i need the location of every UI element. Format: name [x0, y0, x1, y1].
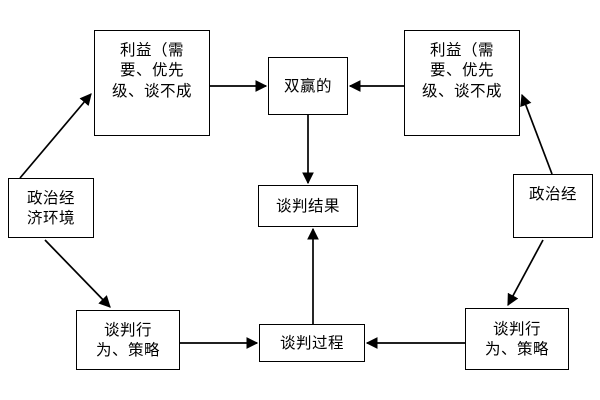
- node-tactics-right-line-1: 谈判行: [492, 319, 541, 338]
- edge-env-right-to-interest-right: [520, 93, 553, 175]
- node-tactics-left-line-2: 为、策略: [95, 341, 160, 359]
- node-interest-right-line-2: 要、优先: [429, 61, 494, 80]
- edge-env-left-to-tactics-left: [44, 239, 111, 308]
- node-winwin[interactable]: 双赢的: [268, 57, 348, 115]
- node-environment-right-line-1: 政治经: [528, 185, 577, 203]
- node-tactics-left-line-1: 谈判行: [103, 320, 152, 339]
- node-interest-right[interactable]: 利益（需 要、优先 级、谈不成: [404, 30, 520, 136]
- node-tactics-left[interactable]: 谈判行 为、策略: [76, 310, 180, 370]
- edge-env-right-to-tactics-right: [507, 239, 544, 307]
- node-interest-left-line-2: 要、优先: [119, 61, 184, 80]
- node-negotiation-result[interactable]: 谈判结果: [258, 185, 358, 227]
- node-interest-right-line-1: 利益（需: [429, 41, 494, 59]
- node-environment-left-line-1: 政治经: [26, 188, 75, 207]
- node-tactics-right-line-2: 为、策略: [484, 340, 549, 358]
- edge-env-left-to-interest-left: [19, 93, 92, 179]
- node-environment-left[interactable]: 政治经 济环境: [8, 178, 94, 238]
- node-negotiation-result-label: 谈判结果: [275, 196, 340, 215]
- node-winwin-label: 双赢的: [283, 76, 332, 95]
- node-negotiation-process-label: 谈判过程: [279, 333, 344, 352]
- node-interest-left-line-3: 级、谈不成: [111, 81, 192, 100]
- node-interest-left-line-1: 利益（需: [119, 41, 184, 59]
- node-negotiation-process[interactable]: 谈判过程: [259, 324, 365, 362]
- node-interest-right-line-3: 级、谈不成: [421, 81, 502, 100]
- node-environment-right[interactable]: 政治经: [513, 174, 593, 238]
- node-tactics-right[interactable]: 谈判行 为、策略: [465, 308, 569, 370]
- node-interest-left[interactable]: 利益（需 要、优先 级、谈不成: [94, 30, 210, 136]
- node-environment-left-line-2: 济环境: [26, 209, 75, 227]
